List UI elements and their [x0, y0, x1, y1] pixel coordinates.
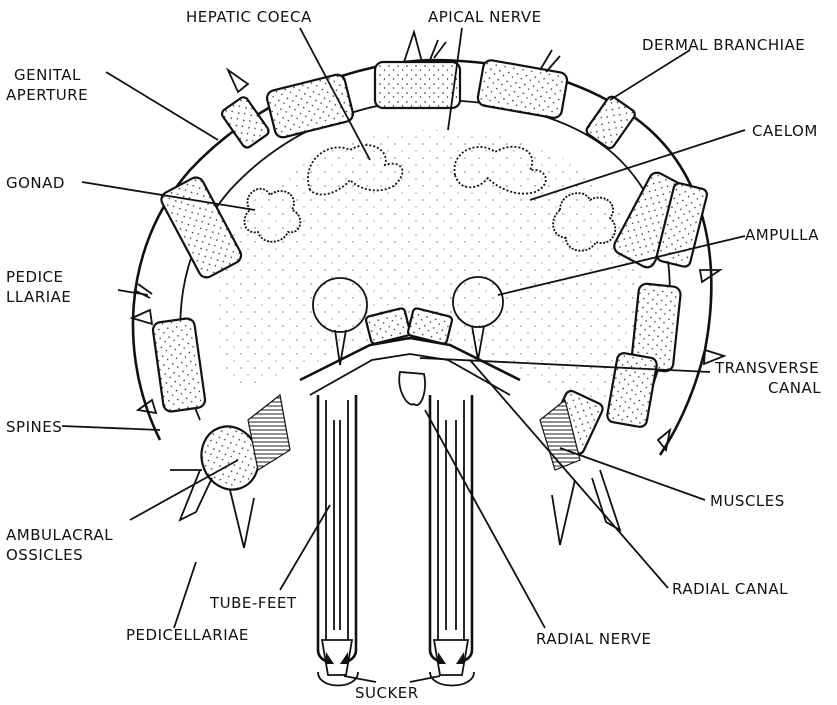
label-gonad: GONAD	[6, 174, 65, 192]
label-radial-canal: RADIAL CANAL	[672, 580, 788, 598]
label-pedicellariae-top-line2: LLARIAE	[6, 288, 71, 306]
label-genital-aperture-line2: APERTURE	[6, 86, 88, 104]
label-transverse-canal-line1: TRANSVERSE	[714, 359, 819, 377]
label-muscles: MUSCLES	[710, 492, 785, 510]
label-spines: SPINES	[6, 418, 62, 436]
label-dermal-branchiae: DERMAL BRANCHIAE	[642, 36, 805, 54]
label-apical-nerve: APICAL NERVE	[428, 8, 542, 26]
lateral-ossicles	[170, 389, 620, 548]
tube-feet	[318, 395, 474, 686]
label-genital-aperture-line1: GENITAL	[14, 66, 81, 84]
label-ambulacral-ossicles-line2: OSSICLES	[6, 546, 83, 564]
label-ampulla: AMPULLA	[745, 226, 819, 244]
label-hepatic-coeca: HEPATIC COECA	[186, 8, 312, 26]
label-transverse-canal-line2: CANAL	[768, 379, 821, 397]
label-radial-nerve: RADIAL NERVE	[536, 630, 651, 648]
label-pedicellariae-top-line1: PEDICE	[6, 268, 63, 286]
label-sucker: SUCKER	[355, 684, 419, 702]
label-pedicellariae-bottom: PEDICELLARIAE	[126, 626, 249, 644]
label-ambulacral-ossicles-line1: AMBULACRAL	[6, 526, 113, 544]
label-tube-feet: TUBE-FEET	[209, 594, 297, 612]
label-caelom: CAELOM	[752, 122, 818, 140]
